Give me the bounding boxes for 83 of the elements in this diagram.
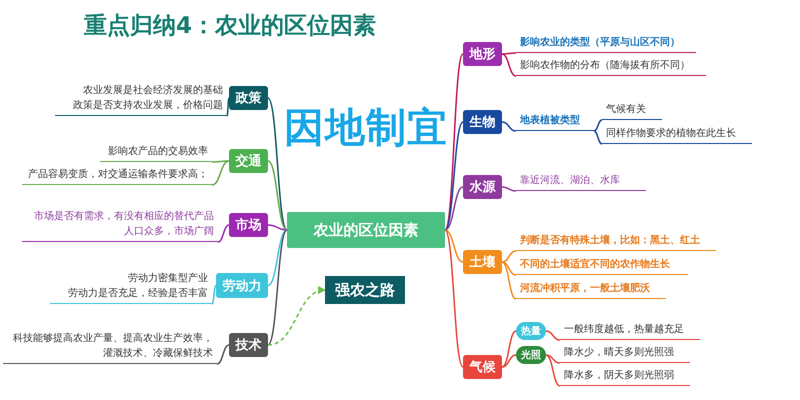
note-text: 一般纬度越低，热量越充足 [564,322,684,337]
branch-line [502,53,516,77]
branch-line [546,354,560,387]
branch-line [502,250,516,263]
branch-line [444,230,464,368]
branch-line [267,98,288,230]
note-text: 农业发展是社会经济发展的基础 [83,84,223,98]
underlined-note [100,143,212,162]
branch-line [546,354,560,364]
note-text: 同样作物要求的植物在此生长 [606,126,736,141]
branch-line [502,330,516,368]
note-text: 灌溉技术、冷藏保鲜技术 [103,346,213,361]
branch-line [444,229,464,263]
underlined-note [516,256,688,275]
category-box: 地形 [463,42,502,66]
underlined-note [516,34,696,53]
note-text: 河流冲积平原，一般土壤肥沃 [520,281,650,296]
note-text: 科技能够提高农业产量、提高农业生产效率， [13,332,213,346]
branch-line [212,160,229,163]
underlined-note [516,112,594,131]
branch-line [267,229,288,346]
sub-factor-pill: 光照 [516,346,546,364]
page-title: 重点归纳4：农业的区位因素 [84,12,376,41]
branch-line [444,186,464,231]
category-box: 生物 [463,110,502,134]
note-text: 影响农产品的交易效率 [108,144,208,159]
category-box: 市场 [229,213,268,237]
category-box: 水源 [463,175,502,199]
category-box: 技术 [229,333,268,357]
branch-line [502,261,516,300]
category-box: 劳动力 [216,273,268,298]
underlined-note [516,172,646,191]
sub-factor-pill: 热量 [516,322,546,340]
branch-line [502,52,516,55]
branch-line [502,121,516,132]
branch-line [594,119,602,132]
slogan-text: 因地制宜 [284,104,448,153]
note-text: 影响农业的类型（平原与山区不同） [520,36,680,50]
note-text: 不同的土壤适宜不同的农作物生长 [520,257,670,272]
underlined-note [22,166,212,185]
arrow [268,287,326,346]
category-box: 政策 [229,86,268,110]
note-text: 人口众多，市场广阔 [124,224,214,239]
category-box: 交通 [229,149,268,173]
underlined-note [516,57,706,76]
underlined-note [560,321,700,340]
underlined-note [560,344,690,363]
category-box: 土壤 [463,250,502,274]
note-text: 市场是否有需求，有没有相应的替代产品 [34,210,214,224]
branch-line [502,186,516,192]
underlined-note [516,280,666,299]
note-text: 降水多，阴天多则光照弱 [564,368,674,383]
underlined-note [560,367,690,386]
branch-line [218,224,230,243]
branch-line [216,344,230,365]
note-text: 劳动力是否充足，经验是否丰富 [68,286,208,301]
note-text: 影响农作物的分布（随海拔有所不同） [520,58,690,73]
branch-line [502,354,516,368]
branch-line [226,98,230,116]
note-text: 气候有关 [606,102,646,117]
note-text: 产品容易变质，对交通运输条件要求高； [28,168,208,182]
goal-box: 强农之路 [325,276,405,304]
branch-line [268,224,288,231]
note-text: 政策是否支持农业发展，价格问题 [73,98,223,113]
branch-line [594,130,602,145]
note-text: 地表植被类型 [520,114,580,128]
underlined-note [602,125,752,144]
note-text: 判断是否有特殊土壤，比如：黑土、红土 [520,233,700,248]
note-text: 靠近河流、湖泊、水库 [520,174,620,188]
branch-line [444,54,464,230]
branch-line [211,285,217,304]
branch-line [268,229,288,286]
branch-line [502,261,516,276]
branch-line [546,330,560,341]
central-topic-box: 农业的区位因素 [287,212,445,248]
note-text: 降水少，晴天多则光照强 [564,346,674,360]
branch-line [444,121,464,231]
category-box: 气候 [463,355,502,379]
note-text: 劳动力密集型产业 [128,272,208,286]
branch-line [268,160,288,231]
branch-line [212,160,230,186]
underlined-note [602,101,662,120]
underlined-note [516,232,716,251]
